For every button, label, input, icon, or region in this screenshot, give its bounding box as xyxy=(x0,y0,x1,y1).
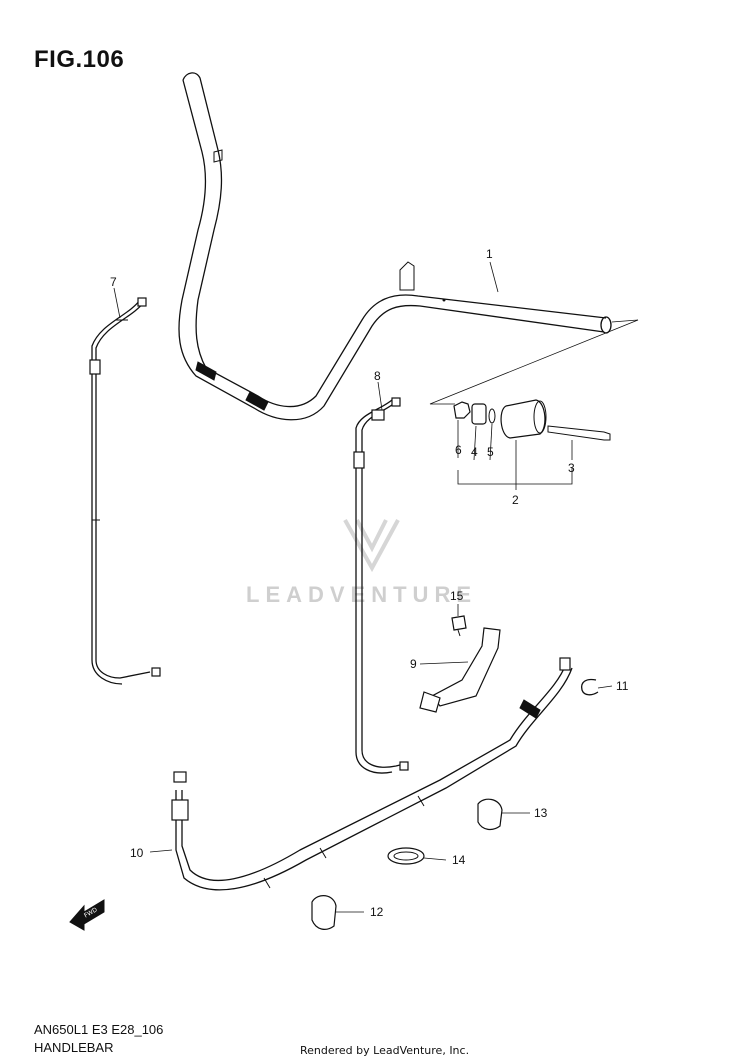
handlebar-tube[interactable] xyxy=(178,72,612,421)
clamp-13[interactable] xyxy=(477,798,503,831)
cable-bracket-9[interactable] xyxy=(419,627,501,713)
leader-dashed-1 xyxy=(429,319,639,405)
rendered-by-credit: Rendered by LeadVenture, Inc. xyxy=(300,1044,470,1057)
callout-5: 5 xyxy=(487,445,494,459)
callout-14: 14 xyxy=(452,853,466,867)
cable-10[interactable] xyxy=(171,657,573,891)
callout-7: 7 xyxy=(110,275,117,289)
figure-title: FIG.106 xyxy=(34,46,125,73)
callout-11: 11 xyxy=(616,679,629,693)
callout-12: 12 xyxy=(370,905,384,919)
callout-3: 3 xyxy=(568,461,575,475)
bolt-15[interactable] xyxy=(451,615,467,637)
clamp-14[interactable] xyxy=(387,847,425,865)
handlebar-end-weight-assembly[interactable] xyxy=(453,399,611,441)
callout-1: 1 xyxy=(486,247,493,261)
section-name: HANDLEBAR xyxy=(34,1040,114,1055)
callout-8: 8 xyxy=(374,369,381,383)
callout-4: 4 xyxy=(471,445,478,459)
model-code: AN650L1 E3 E28_106 xyxy=(34,1022,164,1037)
leader-lines xyxy=(113,261,613,913)
watermark-text: LEADVENTURE xyxy=(246,582,477,607)
callout-2: 2 xyxy=(512,493,519,507)
leadventure-watermark: LEADVENTURE xyxy=(246,519,477,607)
throttle-cable-8[interactable] xyxy=(353,397,409,774)
callout-9: 9 xyxy=(410,657,417,671)
callout-13: 13 xyxy=(534,806,548,820)
callout-10: 10 xyxy=(130,846,144,860)
callout-6: 6 xyxy=(455,443,462,457)
clip-11[interactable] xyxy=(580,678,599,696)
fwd-direction-arrow: FWD xyxy=(69,899,105,931)
throttle-cable-7[interactable] xyxy=(89,297,161,685)
clamp-12[interactable] xyxy=(311,895,337,930)
callout-15: 15 xyxy=(450,589,464,603)
